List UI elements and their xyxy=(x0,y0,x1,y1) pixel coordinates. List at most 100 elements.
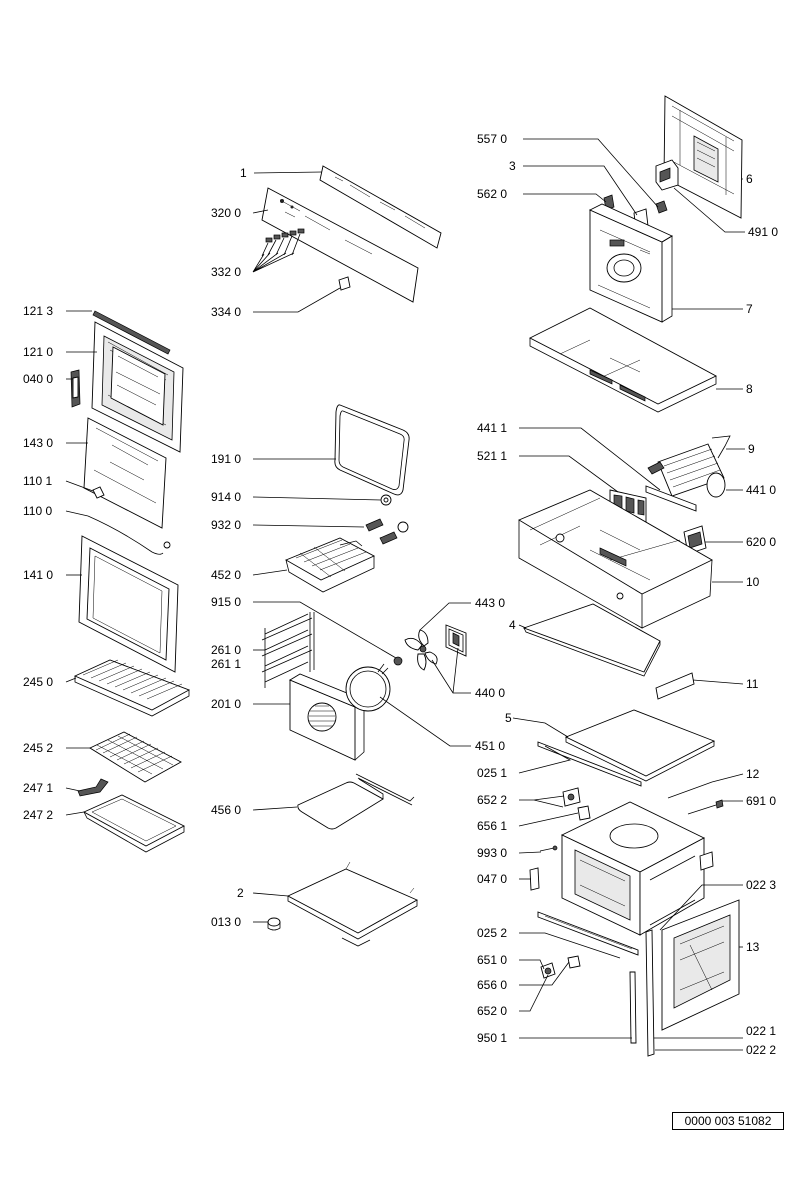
screw-part xyxy=(539,847,555,852)
label-10: 10 xyxy=(746,575,760,589)
label-5: 5 xyxy=(505,711,512,725)
label-652-2: 652 2 xyxy=(477,793,507,807)
label-4: 4 xyxy=(509,618,516,632)
lock-part xyxy=(529,867,540,891)
label-950-1: 950 1 xyxy=(477,1031,507,1045)
label-261-0: 261 0 xyxy=(211,643,241,657)
door-glass-part xyxy=(83,417,167,529)
label-441-1: 441 1 xyxy=(477,421,507,435)
door-assembly xyxy=(70,310,184,673)
label-025-2: 025 2 xyxy=(477,926,507,940)
oven-rack-part xyxy=(89,731,182,783)
label-915-0: 915 0 xyxy=(211,595,241,609)
control-panel-strip-part xyxy=(319,165,442,249)
probe-part xyxy=(687,804,717,815)
label-121-3: 121 3 xyxy=(23,304,53,318)
leader-lines xyxy=(65,138,745,1051)
label-620-0: 620 0 xyxy=(746,535,776,549)
document-number: 0000 003 51082 xyxy=(672,1112,784,1130)
door-top-trim-part xyxy=(92,310,171,355)
label-025-1: 025 1 xyxy=(477,766,507,780)
label-452-0: 452 0 xyxy=(211,568,241,582)
label-201-0: 201 0 xyxy=(211,697,241,711)
lower-element-part xyxy=(297,781,384,830)
label-13: 13 xyxy=(746,940,760,954)
label-932-0: 932 0 xyxy=(211,518,241,532)
fan-bracket-part xyxy=(645,485,697,512)
rack-clip-part xyxy=(77,778,109,797)
control-panel-group xyxy=(261,165,442,303)
element-springs-part xyxy=(365,518,409,545)
label-1: 1 xyxy=(240,166,247,180)
rear-and-top-group xyxy=(518,95,743,1057)
label-6: 6 xyxy=(746,172,753,186)
label-451-0: 451 0 xyxy=(475,739,505,753)
convection-fan-part xyxy=(404,624,467,671)
side-strip-part xyxy=(645,929,655,1057)
label-8: 8 xyxy=(746,382,753,396)
control-buttons-part xyxy=(261,228,305,257)
label-040-0: 040 0 xyxy=(23,372,53,386)
label-443-0: 443 0 xyxy=(475,596,505,610)
baking-tray-part xyxy=(82,794,185,847)
rail-rod-part xyxy=(667,781,713,799)
bottom-plate-part xyxy=(286,868,419,934)
label-656-1: 656 1 xyxy=(477,819,507,833)
fan-strap-part xyxy=(711,435,731,459)
label-320-0: 320 0 xyxy=(211,206,241,220)
label-521-1: 521 1 xyxy=(477,449,507,463)
label-7: 7 xyxy=(746,302,753,316)
label-440-0: 440 0 xyxy=(475,686,505,700)
support-bracket-part xyxy=(655,672,695,700)
label-141-0: 141 0 xyxy=(23,568,53,582)
label-652-0: 652 0 xyxy=(477,1004,507,1018)
label-247-1: 247 1 xyxy=(23,781,53,795)
label-993-0: 993 0 xyxy=(477,846,507,860)
trays-and-racks xyxy=(73,659,191,853)
thermostat-part xyxy=(655,200,668,214)
label-691-0: 691 0 xyxy=(746,794,776,808)
label-2: 2 xyxy=(237,886,244,900)
label-12: 12 xyxy=(746,767,760,781)
label-332-0: 332 0 xyxy=(211,265,241,279)
middle-divider-plate-part xyxy=(564,709,716,777)
label-11: 11 xyxy=(746,677,759,691)
front-rail-part xyxy=(537,741,642,787)
ring-element-part xyxy=(345,666,391,712)
label-441-0: 441 0 xyxy=(746,483,776,497)
label-491-0: 491 0 xyxy=(748,225,778,239)
label-456-0: 456 0 xyxy=(211,803,241,817)
label-562-0: 562 0 xyxy=(477,187,507,201)
oven-seal-part xyxy=(334,404,410,496)
panel-switch-part xyxy=(338,276,351,291)
label-247-2: 247 2 xyxy=(23,808,53,822)
door-rod-part xyxy=(87,515,164,555)
label-022-1: 022 1 xyxy=(746,1024,776,1038)
label-143-0: 143 0 xyxy=(23,436,53,450)
side-runners-part xyxy=(261,612,315,688)
label-3: 3 xyxy=(509,159,516,173)
door-clip-part xyxy=(92,486,105,499)
lamp-glass-part xyxy=(577,805,591,821)
lamp-assembly-part xyxy=(540,955,581,979)
fan-nut-part xyxy=(393,656,403,666)
label-245-0: 245 0 xyxy=(23,675,53,689)
label-245-2: 245 2 xyxy=(23,741,53,755)
heating-group xyxy=(261,404,467,947)
label-656-0: 656 0 xyxy=(477,978,507,992)
tangential-fan-part xyxy=(647,443,726,498)
upper-divider-plate-part xyxy=(522,603,661,673)
label-334-0: 334 0 xyxy=(211,305,241,319)
label-047-0: 047 0 xyxy=(477,872,507,886)
label-261-1: 261 1 xyxy=(211,657,241,671)
label-557-0: 557 0 xyxy=(477,132,507,146)
door-strip-part xyxy=(629,971,637,1044)
part-labels: 121 3 121 0 040 0 143 0 110 1 110 0 141 … xyxy=(23,132,778,1057)
label-022-2: 022 2 xyxy=(746,1043,776,1057)
control-panel-part xyxy=(261,187,419,303)
label-9: 9 xyxy=(748,442,755,456)
oven-cavity-part xyxy=(560,801,714,936)
label-110-1: 110 1 xyxy=(23,474,52,488)
foot-part xyxy=(267,917,281,927)
